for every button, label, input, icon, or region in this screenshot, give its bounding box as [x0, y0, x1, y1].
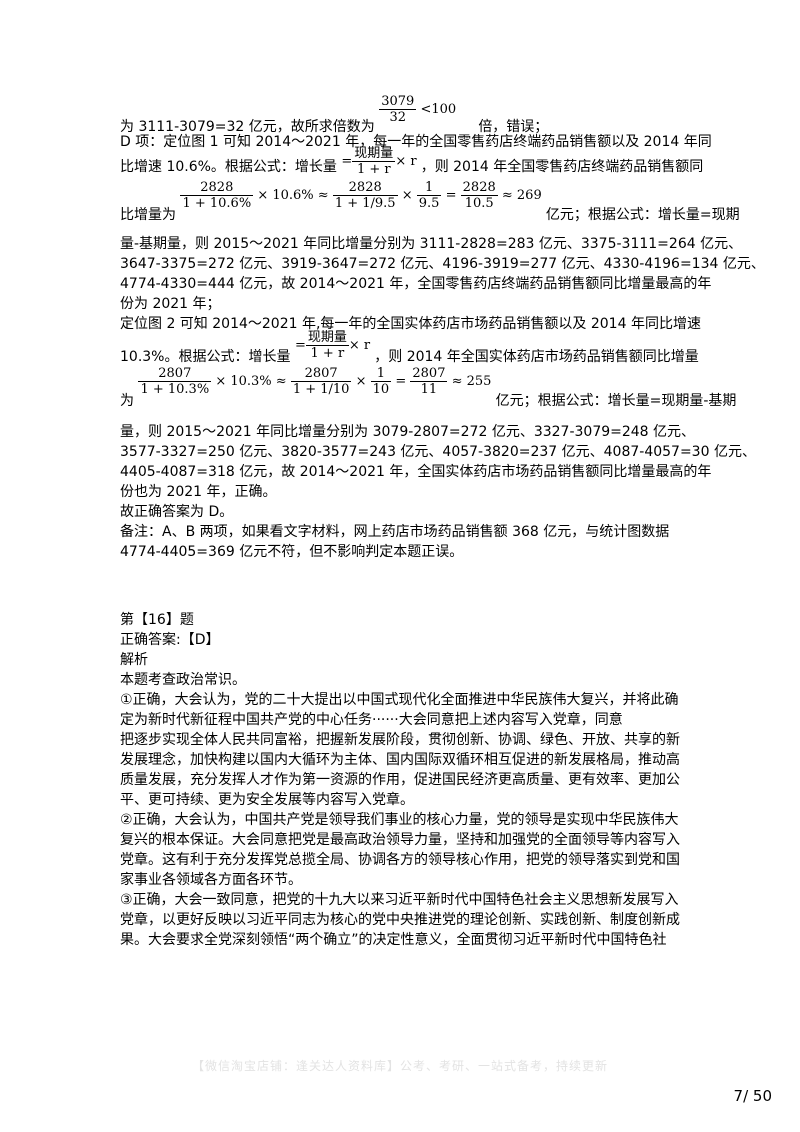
text-line: 党章，以更好反映以习近平同志为核心的党中央推进党的理论创新、实践创新、制度创新成: [120, 912, 680, 928]
fraction-denominator: 1 + 10.3%: [140, 382, 210, 397]
text-line: 定位图 2 可知 2014～2021 年,每一年的全国实体药店市场药品销售额以及…: [120, 316, 701, 332]
formula-tail: ≈ 269: [501, 188, 542, 203]
text-line: 量-基期量，则 2015～2021 年同比增量分别为 3111-2828=283…: [120, 236, 743, 252]
formula-tail: ×: [355, 374, 367, 389]
watermark: 【微信淘宝店铺：逢关达人资料库】公考、考研、一站式备考，持续更新: [191, 1059, 608, 1073]
text-line: 把逐步实现全体人民共同富裕，把握新发展阶段，贯彻创新、协调、绿色、开放、共享的新: [120, 732, 680, 748]
fraction-denominator: 10: [372, 382, 390, 397]
formula-tail: ≈ 255: [451, 374, 492, 389]
growth-formula: = 现期量 1 + r × r: [294, 330, 371, 361]
text-line: 家事业各领域各方面各环节。: [120, 872, 302, 888]
text-line: 份为 2021 年；: [120, 296, 221, 312]
text-line: 复兴的根本保证。大会同意把党是最高政治领导力量，坚持和加强党的全面领导等内容写入: [120, 832, 680, 848]
fraction-denominator: 1 + 1/9.5: [334, 196, 396, 211]
fraction: 现期量 1 + r: [352, 146, 396, 177]
formula-tail: × r: [395, 154, 417, 169]
text-span: ，则 2014 年全国零售药店终端药品销售额同: [420, 159, 704, 175]
fraction-denominator: 32: [389, 110, 407, 125]
fraction-numerator: 2828: [460, 180, 498, 196]
text-line: 3647-3375=272 亿元、3919-3647=272 亿元、4196-3…: [120, 256, 765, 272]
fraction-numerator: 2807: [138, 366, 212, 382]
fraction-numerator: 3079: [379, 94, 417, 110]
page-content: 为 3111-3079=32 亿元，故所求倍数为 3079 32 <100 倍，…: [120, 94, 765, 950]
text-line: 比增速 10.6%。根据公式：增长量 = 现期量 1 + r × r ，则 20…: [120, 146, 703, 182]
formula-tail: =: [395, 374, 407, 389]
text-line: 为 3111-3079=32 亿元，故所求倍数为 3079 32 <100 倍，…: [120, 94, 700, 135]
text-span: 为 3111-3079=32 亿元，故所求倍数为: [120, 119, 375, 135]
text-line: 3577-3327=250 亿元、3820-3577=243 亿元、4057-3…: [120, 444, 756, 460]
text-line: 4774-4330=444 亿元，故 2014～2021 年，全国零售药店终端药…: [120, 276, 712, 292]
text-line: 定为新时代新征程中国共产党的中心任务······大会同意把上述内容写入党章，同意: [120, 712, 623, 728]
text-line: 4405-4087=318 亿元，故 2014～2021 年，全国实体药店市场药…: [120, 464, 712, 480]
fraction-numerator: 1: [370, 366, 392, 382]
fraction-formula: 3079 32 <100: [379, 94, 460, 125]
fraction-denominator: 11: [420, 382, 438, 397]
fraction-numerator: 2807: [410, 366, 448, 382]
fraction-denominator: 1 + r: [310, 346, 345, 361]
text-line: ③正确，大会一致同意，把党的十九大以来习近平新时代中国特色社会主义思想新发展写入: [120, 892, 679, 908]
formula-tail: × r: [348, 338, 371, 353]
text-span: 10.3%。根据公式：增长量: [120, 349, 291, 365]
text-line: 党章。这有利于充分发挥党总揽全局、协调各方的领导核心作用，把党的领导落实到党和国: [120, 852, 680, 868]
fraction: 3079 32: [379, 94, 417, 125]
text-span: 比增量为: [120, 207, 176, 223]
text-span: 亿元；根据公式：增长量=现期量-基期: [495, 393, 737, 409]
text-line: 份也为 2021 年，正确。: [120, 484, 277, 500]
analysis-heading: 解析: [120, 652, 148, 668]
text-line: ①正确，大会认为，党的二十大提出以中国式现代化全面推进中华民族伟大复兴，并将此确: [120, 692, 679, 708]
text-span: 为: [120, 393, 134, 409]
page-number: 7/ 50: [733, 1087, 772, 1105]
text-line: 发展理念，加快构建以国内大循环为主体、国内国际双循环相互促进的新发展格局，推动高: [120, 752, 680, 768]
fraction: 现期量 1 + r: [305, 330, 349, 361]
fraction-numerator: 现期量: [352, 146, 396, 162]
correct-answer: 正确答案:【D】: [120, 632, 220, 648]
fraction-numerator: 2807: [290, 366, 352, 382]
growth-formula: = 现期量 1 + r × r: [341, 146, 417, 177]
text-span: ，则 2014 年全国实体药店市场药品销售额同比增量: [374, 349, 699, 365]
fraction-numerator: 2828: [332, 180, 398, 196]
text-line: 果。大会要求全党深刻领悟“两个确立”的决定性意义，全面贯彻习近平新时代中国特色社: [120, 932, 667, 948]
fraction-numerator: 现期量: [305, 330, 349, 346]
fraction-denominator: 1 + r: [356, 162, 391, 177]
question-title: 第【16】题: [120, 612, 194, 628]
formula-tail: =: [445, 188, 457, 203]
text-line: 量，则 2015～2021 年同比增量分别为 3079-2807=272 亿元、…: [120, 424, 696, 440]
text-span: 比增速 10.6%。根据公式：增长量: [120, 159, 337, 175]
fraction-denominator: 1 + 1/10: [292, 382, 350, 397]
text-line: ②正确，大会认为，中国共产党是领导我们事业的核心力量，党的领导是实现中华民族伟大: [120, 812, 679, 828]
formula-tail: × 10.6% ≈: [257, 188, 329, 203]
fraction-denominator: 9.5: [418, 196, 440, 211]
topic-line: 本题考查政治常识。: [120, 672, 246, 688]
text-line: 备注：A、B 两项，如果看文字材料，网上药店市场药品销售额 368 亿元，与统计…: [120, 524, 670, 540]
fraction-numerator: 2828: [180, 180, 254, 196]
text-span: 倍，错误；: [478, 119, 549, 135]
text-span: 亿元；根据公式：增长量=现期: [545, 207, 740, 223]
fraction-denominator: 10.5: [464, 196, 494, 211]
formula-relation: <100: [420, 102, 457, 117]
formula-tail: ×: [401, 188, 413, 203]
fraction-numerator: 1: [416, 180, 442, 196]
fraction-denominator: 1 + 10.6%: [182, 196, 252, 211]
formula-tail: × 10.3% ≈: [215, 374, 287, 389]
text-line: 故正确答案为 D。: [120, 504, 234, 520]
text-line: 平、更可持续、更为安全发展等内容写入党章。: [120, 792, 414, 808]
text-line: 10.3%。根据公式：增长量 = 现期量 1 + r × r ，则 2014 年…: [120, 330, 700, 366]
text-line: D 项：定位图 1 可知 2014～2021 年，每一年的全国零售药店终端药品销…: [120, 134, 712, 150]
text-line: 4774-4405=369 亿元不符，但不影响判定本题正误。: [120, 544, 464, 560]
text-line: 质量发展，充分发挥人才作为第一资源的作用，促进国民经济更高质量、更有效率、更加公: [120, 772, 680, 788]
